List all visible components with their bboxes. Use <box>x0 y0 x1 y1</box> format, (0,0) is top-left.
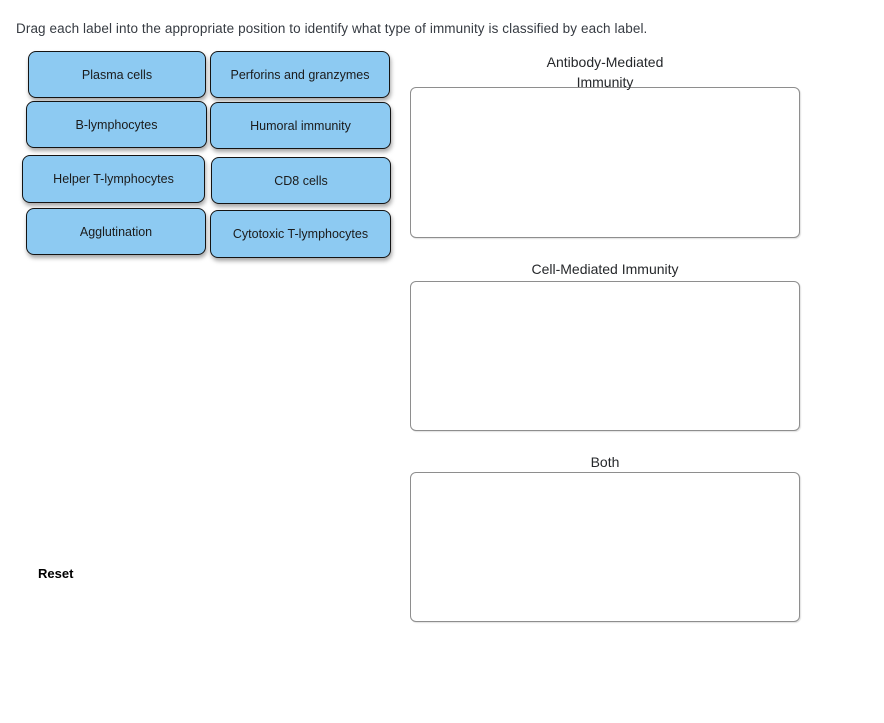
reset-button[interactable]: Reset <box>38 566 74 581</box>
dropzone-antibody-mediated-immunity[interactable] <box>410 87 800 238</box>
drag-label-plasma-cells[interactable]: Plasma cells <box>28 51 206 98</box>
drag-label-agglutination[interactable]: Agglutination <box>26 208 206 255</box>
dropzone-title-antibody-mediated-immunity: Antibody-Mediated Immunity <box>546 54 664 90</box>
drag-label-cd8-cells[interactable]: CD8 cells <box>211 157 391 204</box>
drag-label-perforins-and-granzymes[interactable]: Perforins and granzymes <box>210 51 390 98</box>
drag-label-humoral-immunity[interactable]: Humoral immunity <box>210 102 391 149</box>
instruction-text: Drag each label into the appropriate pos… <box>16 21 648 36</box>
drag-label-helper-t-lymphocytes[interactable]: Helper T-lymphocytes <box>22 155 205 203</box>
drag-label-b-lymphocytes[interactable]: B-lymphocytes <box>26 101 207 148</box>
dropzone-title-cell-mediated-immunity: Cell-Mediated Immunity <box>531 261 679 277</box>
drag-label-cytotoxic-t-lymphocytes[interactable]: Cytotoxic T-lymphocytes <box>210 210 391 258</box>
dropzone-title-both: Both <box>590 454 620 470</box>
dropzone-both[interactable] <box>410 472 800 622</box>
dropzone-cell-mediated-immunity[interactable] <box>410 281 800 431</box>
